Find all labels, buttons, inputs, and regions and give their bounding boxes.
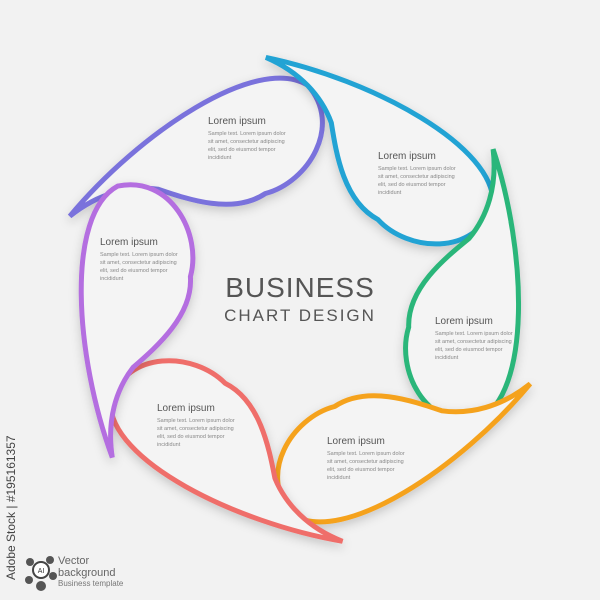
stock-watermark: Adobe Stock | #195161357 — [4, 435, 18, 580]
center-title-line2: CHART DESIGN — [224, 306, 376, 325]
segment-description: Sample text. Lorem ipsum dolor sit amet,… — [208, 131, 286, 161]
segment-description: Sample text. Lorem ipsum dolor sit amet,… — [157, 418, 235, 448]
footer-caption: Vector background Business template — [58, 555, 123, 588]
segment-title: Lorem ipsum — [435, 316, 493, 327]
segment-shape-2 — [264, 54, 496, 247]
segment-shape-5 — [107, 358, 344, 544]
segment-title: Lorem ipsum — [100, 237, 158, 248]
svg-text:AI: AI — [38, 568, 45, 575]
segment-shape-6 — [78, 182, 196, 459]
segment-title: Lorem ipsum — [327, 436, 385, 447]
segment-shape-4 — [275, 381, 533, 525]
center-title: BUSINESS CHART DESIGN — [200, 272, 400, 326]
segment-shape-3 — [403, 148, 521, 424]
ai-logo-icon: AI — [25, 556, 57, 591]
segment-description: Sample text. Lorem ipsum dolor sit amet,… — [100, 252, 178, 282]
footer-line3: Business template — [58, 579, 124, 588]
segment-description: Sample text. Lorem ipsum dolor sit amet,… — [378, 166, 456, 196]
segment-description: Sample text. Lorem ipsum dolor sit amet,… — [327, 451, 405, 481]
segment-description: Sample text. Lorem ipsum dolor sit amet,… — [435, 331, 513, 361]
segment-title: Lorem ipsum — [378, 151, 436, 162]
segment-title: Lorem ipsum — [157, 403, 215, 414]
footer-line2: background — [58, 567, 116, 579]
center-title-line1: BUSINESS — [225, 272, 375, 303]
footer-line1: Vector — [58, 555, 90, 567]
segment-title: Lorem ipsum — [208, 116, 266, 127]
